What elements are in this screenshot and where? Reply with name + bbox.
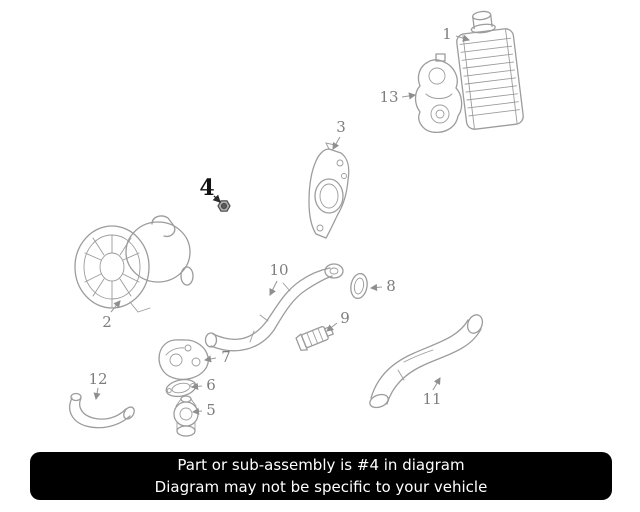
part-label-1: 1 bbox=[442, 25, 452, 43]
part-label-6: 6 bbox=[206, 376, 216, 394]
part-label-2: 2 bbox=[102, 313, 112, 331]
part-drawing-13 bbox=[414, 53, 463, 134]
part-drawing-1 bbox=[456, 10, 524, 130]
part-drawing-3 bbox=[308, 142, 350, 239]
part-drawing-7 bbox=[158, 339, 209, 380]
part-label-9: 9 bbox=[340, 309, 350, 327]
part-drawing-12 bbox=[69, 392, 135, 429]
notice-line-2: Diagram may not be specific to your vehi… bbox=[154, 477, 488, 496]
part-label-7: 7 bbox=[221, 348, 231, 366]
part-label-4-highlighted: 4 bbox=[199, 175, 215, 201]
part-drawing-4-nut bbox=[217, 200, 231, 212]
part-label-12: 12 bbox=[88, 370, 108, 388]
part-drawing-5 bbox=[173, 395, 199, 437]
notice-line-1: Part or sub-assembly is #4 in diagram bbox=[177, 455, 465, 474]
part-label-3: 3 bbox=[336, 118, 346, 136]
notice-banner: Part or sub-assembly is #4 in diagram Di… bbox=[30, 452, 612, 500]
part-drawing-2 bbox=[74, 215, 194, 313]
part-drawing-10 bbox=[204, 263, 344, 352]
part-drawing-8 bbox=[350, 272, 368, 300]
part-label-10: 10 bbox=[269, 261, 289, 279]
part-label-11: 11 bbox=[422, 390, 442, 408]
callout-arrows bbox=[93, 34, 471, 415]
part-drawing-9 bbox=[295, 325, 334, 351]
part-label-8: 8 bbox=[386, 277, 396, 295]
part-label-5: 5 bbox=[206, 401, 216, 419]
part-drawing-11 bbox=[369, 314, 484, 409]
part-drawing-6 bbox=[165, 378, 197, 398]
part-label-13: 13 bbox=[379, 88, 399, 106]
